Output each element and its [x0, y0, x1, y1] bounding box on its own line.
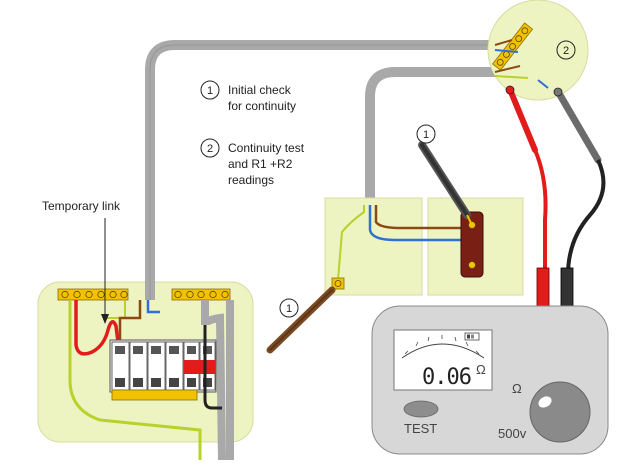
- voltage-label: 500v: [498, 426, 527, 441]
- legend-2-line3: readings: [228, 173, 274, 187]
- consumer-unit-terminal-bar-left: [57, 288, 129, 301]
- legend: 1 Initial check for continuity 2 Continu…: [200, 80, 305, 187]
- battery-icon: [464, 332, 480, 341]
- test-button[interactable]: [403, 400, 439, 418]
- temporary-link-wire: [74, 300, 120, 356]
- red-probe-junction: [505, 85, 548, 275]
- legend-1-line2: for continuity: [228, 99, 296, 113]
- range-symbol: Ω: [512, 381, 522, 396]
- main-cable: [145, 40, 495, 300]
- meter-reading: 0.06: [422, 365, 471, 390]
- insulation-tester: 0.06 Ω TEST Ω 500v: [371, 305, 609, 455]
- consumer-unit-terminal-bar-right: [171, 288, 231, 301]
- junction-marker: 2: [563, 45, 569, 57]
- range-dial[interactable]: [529, 381, 591, 443]
- test-button-label: TEST: [404, 421, 437, 436]
- consumer-unit: [37, 281, 254, 461]
- legend-1-number: 1: [207, 85, 213, 97]
- legend-2-number: 2: [207, 143, 213, 155]
- breaker-block: [109, 339, 217, 401]
- earth-probe: 1: [266, 286, 336, 354]
- meter-unit: Ω: [476, 362, 486, 377]
- legend-2-line2: and R1 +R2: [228, 157, 293, 171]
- legend-2-line1: Continuity test: [228, 141, 305, 155]
- switch-mechanism: [460, 211, 484, 278]
- switch-cable: [365, 67, 495, 205]
- probe-marker: 1: [286, 303, 292, 315]
- temporary-link-label: Temporary link: [42, 199, 121, 213]
- legend-1-line1: Initial check: [228, 83, 292, 97]
- black-probe-junction: [553, 87, 606, 276]
- switch-marker: 1: [423, 129, 429, 141]
- switch-probe: 1: [416, 124, 473, 226]
- junction-box: 2: [487, 0, 589, 101]
